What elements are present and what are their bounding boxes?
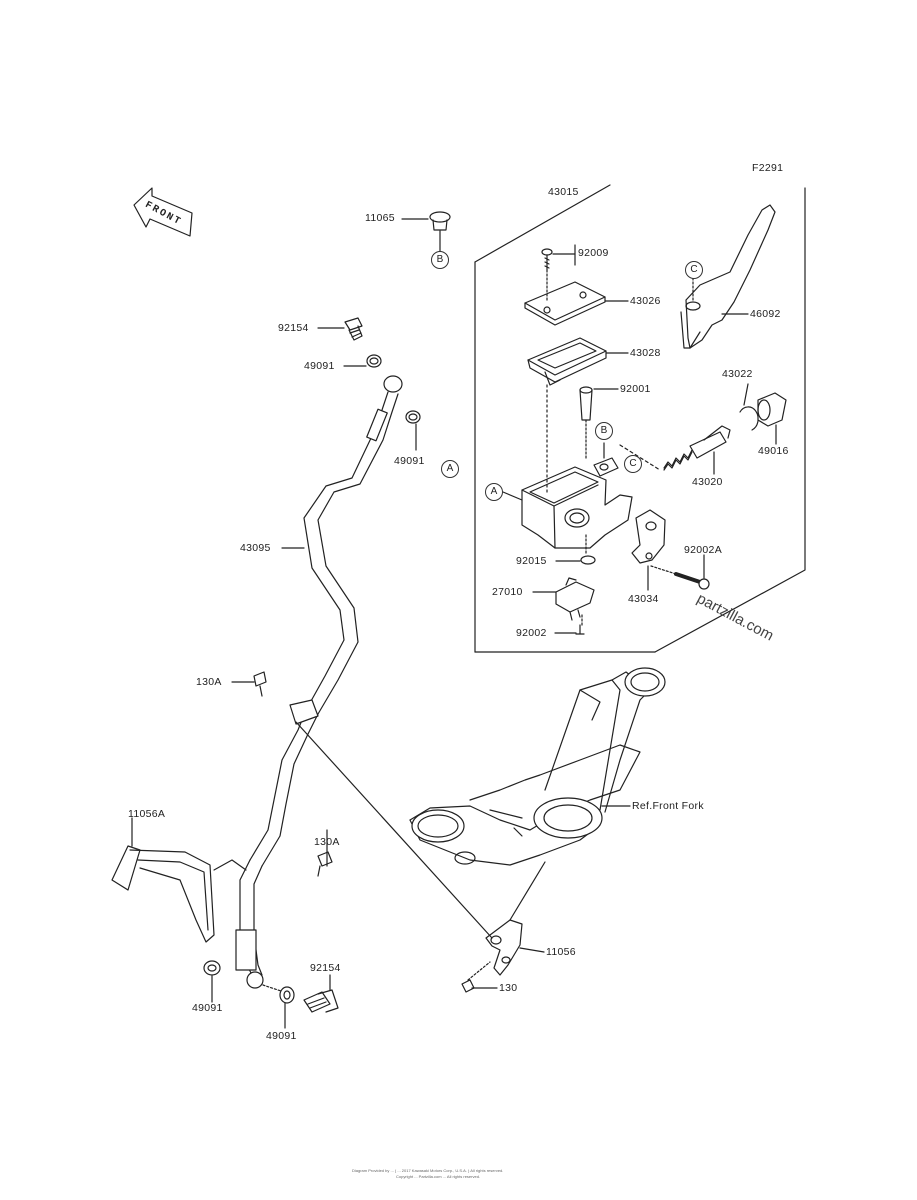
part-label-49091-bl: 49091 — [192, 1002, 223, 1014]
washer-49091-bl-icon — [203, 960, 221, 976]
callout-b-top: B — [431, 251, 449, 269]
part-label-43015: 43015 — [548, 186, 579, 198]
part-label-130a-2: 130A — [314, 836, 340, 848]
part-label-46092: 46092 — [750, 308, 781, 320]
callout-c-lever: C — [685, 261, 703, 279]
callout-a-hose: A — [441, 460, 459, 478]
part-label-43028: 43028 — [630, 347, 661, 359]
part-label-92009: 92009 — [578, 247, 609, 259]
part-label-49091-top: 49091 — [304, 360, 335, 372]
screw-92002-icon — [575, 624, 585, 635]
front-fork-clamp-icon — [409, 667, 666, 866]
washer-49091-bc-icon — [279, 986, 295, 1004]
callout-c-body: C — [624, 455, 642, 473]
copyright-line-2: Copyright ... Partzilla.com ... All righ… — [396, 1174, 481, 1179]
pivot-bolt-92001-icon — [579, 386, 593, 461]
part-label-92154-top: 92154 — [278, 322, 309, 334]
part-label-11056a: 11056A — [128, 808, 166, 820]
bracket-11056a-icon — [111, 845, 247, 943]
part-label-49091-bc: 49091 — [266, 1030, 297, 1042]
banjo-bolt-92154-top-icon — [344, 317, 363, 341]
part-label-92001: 92001 — [620, 383, 651, 395]
part-label-43026: 43026 — [630, 295, 661, 307]
bolt-130a-1-icon — [253, 671, 267, 697]
diaphragm-43028-icon — [527, 337, 607, 386]
part-label-130: 130 — [499, 982, 518, 994]
part-label-92002a: 92002A — [684, 544, 723, 556]
cap-11065-icon — [429, 211, 451, 253]
part-label-43022: 43022 — [722, 368, 753, 380]
washer-49091-top-icon — [366, 354, 382, 368]
bolt-130a-2-icon — [317, 851, 333, 877]
bracket-11056-icon — [485, 919, 523, 976]
part-label-130a-1: 130A — [196, 676, 222, 688]
part-label-ref-front-fork: Ref.Front Fork — [632, 800, 704, 812]
switch-27010-icon — [555, 577, 595, 626]
callout-a-body: A — [485, 483, 503, 501]
part-label-11065: 11065 — [365, 212, 395, 224]
screw-92009-icon — [541, 248, 553, 271]
brake-hose-43095-icon — [235, 375, 403, 989]
part-label-92002: 92002 — [516, 627, 547, 639]
snap-ring-43022-icon — [739, 406, 759, 431]
cover-plate-43026-icon — [524, 281, 606, 326]
part-label-49016: 49016 — [758, 445, 789, 457]
washer-92015-icon — [580, 555, 596, 565]
part-label-92015: 92015 — [516, 555, 547, 567]
front-arrow-icon — [133, 187, 193, 237]
banjo-bolt-92154-bottom-icon — [303, 989, 339, 1013]
diagram-code: F2291 — [752, 162, 784, 174]
part-label-43034: 43034 — [628, 593, 659, 605]
master-cylinder-body-icon — [521, 384, 661, 556]
part-label-11056: 11056 — [546, 946, 576, 958]
holder-43034-icon — [631, 509, 666, 564]
part-label-92154-bottom: 92154 — [310, 962, 341, 974]
part-label-43095: 43095 — [240, 542, 271, 554]
washer-49091-mid-icon — [405, 410, 421, 424]
part-label-49091-mid: 49091 — [394, 455, 425, 467]
part-label-27010: 27010 — [492, 586, 523, 598]
boot-49016-icon — [757, 392, 787, 427]
callout-b-body: B — [595, 422, 613, 440]
piston-assembly-43020-icon — [663, 425, 731, 471]
part-label-43020: 43020 — [692, 476, 723, 488]
assembly-boundary — [474, 184, 806, 653]
copyright-line-1: Diagram Provided by ... ( ... 2017 Kawas… — [352, 1168, 504, 1173]
bolt-92002a-icon — [650, 565, 710, 590]
